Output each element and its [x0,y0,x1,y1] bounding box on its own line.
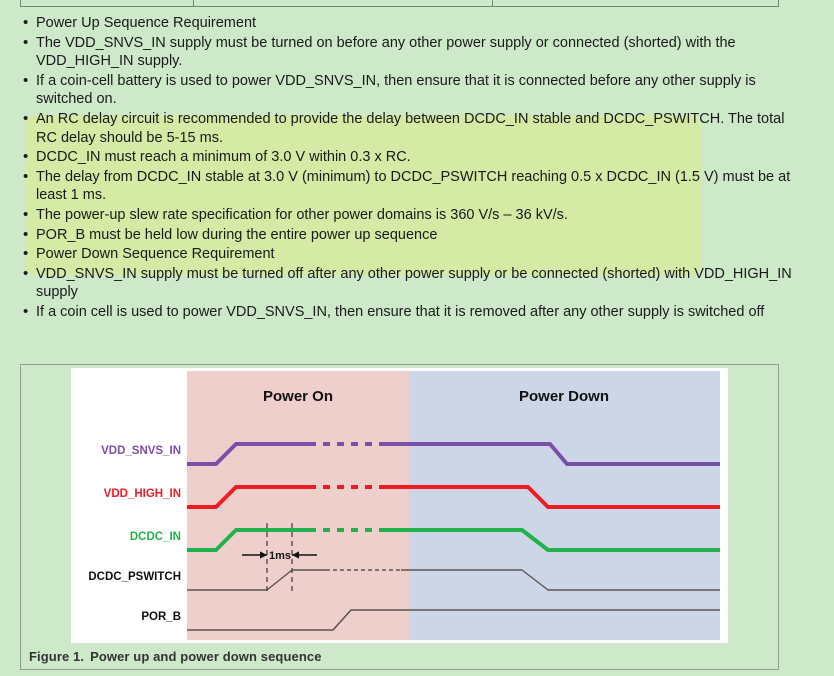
list-item: • An RC delay circuit is recommended to … [20,110,792,147]
bullet-marker-icon: • [23,14,29,31]
list-item: • If a coin cell is used to power VDD_SN… [20,303,792,322]
power-on-title: Power On [263,388,333,405]
figure-caption-text: Power up and power down sequence [90,649,322,664]
list-item-text: DCDC_IN must reach a minimum of 3.0 V wi… [36,149,411,166]
signal-label-vdd-high-in: VDD_HIGH_IN [104,488,181,500]
list-item: • Power Down Sequence Requirement [20,245,792,264]
list-item-text: VDD_SNVS_IN supply must be turned off af… [36,265,792,301]
bullet-marker-icon: • [23,109,29,127]
list-item: • The delay from DCDC_IN stable at 3.0 V… [20,168,792,205]
figure-caption: Figure 1. Power up and power down sequenc… [29,649,322,664]
list-item-text: Power Down Sequence Requirement [36,246,275,263]
list-item: • POR_B must be held low during the enti… [20,226,792,245]
waveform-dcdc-in [187,528,720,552]
bullet-marker-icon: • [23,245,29,263]
waveform-vdd-snvs-in [187,442,720,466]
waveform-dcdc-pswitch [187,569,720,591]
list-item-text: The power-up slew rate specification for… [36,206,568,223]
bullet-marker-icon: • [23,225,29,243]
list-item-text: If a coin-cell battery is used to power … [36,72,756,108]
list-item-text: If a coin cell is used to power VDD_SNVS… [36,303,765,320]
signal-label-dcdc-pswitch: DCDC_PSWITCH [88,571,181,583]
list-item-text: Power Up Sequence Requirement [36,15,257,31]
list-item: • DCDC_IN must reach a minimum of 3.0 V … [20,148,792,167]
annotation-label-1ms: 1ms [269,550,291,562]
list-item: • VDD_SNVS_IN supply must be turned off … [20,265,792,302]
table-column-divider-2 [492,0,493,6]
list-item-text: POR_B must be held low during the entire… [36,226,438,243]
waveform-por-b [187,609,720,631]
list-item-text: The VDD_SNVS_IN supply must be turned on… [36,34,736,70]
bullet-marker-icon: • [23,205,29,223]
bullet-marker-icon: • [23,264,29,282]
bullet-marker-icon: • [23,148,29,166]
list-item: • Power Up Sequence Requirement [20,14,792,33]
signal-label-por-b: POR_B [141,611,181,623]
bullet-marker-icon: • [23,302,29,320]
signal-label-dcdc-in: DCDC_IN [130,531,181,543]
list-item: • The power-up slew rate specification f… [20,206,792,225]
table-fragment [20,0,779,7]
figure-caption-number: Figure 1. [29,649,85,664]
bullet-marker-icon: • [23,33,29,51]
power-sequence-diagram: Power On Power Down VDD_SNVS_IN VDD_HIGH… [71,368,728,643]
list-item: • The VDD_SNVS_IN supply must be turned … [20,34,792,71]
requirements-bullet-list: • Power Up Sequence Requirement • The VD… [20,14,792,323]
list-item-text: An RC delay circuit is recommended to pr… [36,110,785,146]
bullet-marker-icon: • [23,71,29,89]
power-down-title: Power Down [519,388,609,405]
bullet-marker-icon: • [23,167,29,185]
delay-annotation-1ms: 1ms [242,523,317,594]
waveform-svg: Power On Power Down VDD_SNVS_IN VDD_HIGH… [88,371,720,640]
waveform-vdd-high-in [187,485,720,509]
signal-label-vdd-snvs-in: VDD_SNVS_IN [101,445,181,457]
table-column-divider-1 [193,0,194,6]
text-highlight-block [25,115,701,275]
list-item-text: The delay from DCDC_IN stable at 3.0 V (… [36,168,791,204]
figure-container: Power On Power Down VDD_SNVS_IN VDD_HIGH… [20,364,779,670]
power-on-band [187,371,409,640]
list-item: • If a coin-cell battery is used to powe… [20,72,792,109]
